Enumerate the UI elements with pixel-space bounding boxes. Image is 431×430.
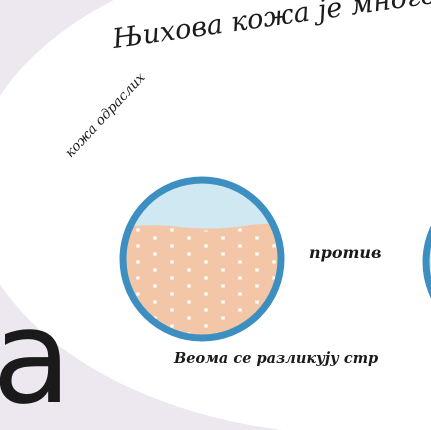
versus-label: против	[309, 243, 382, 262]
caption: Веома се разликују стр	[174, 350, 379, 367]
large-letter: a	[0, 281, 72, 430]
